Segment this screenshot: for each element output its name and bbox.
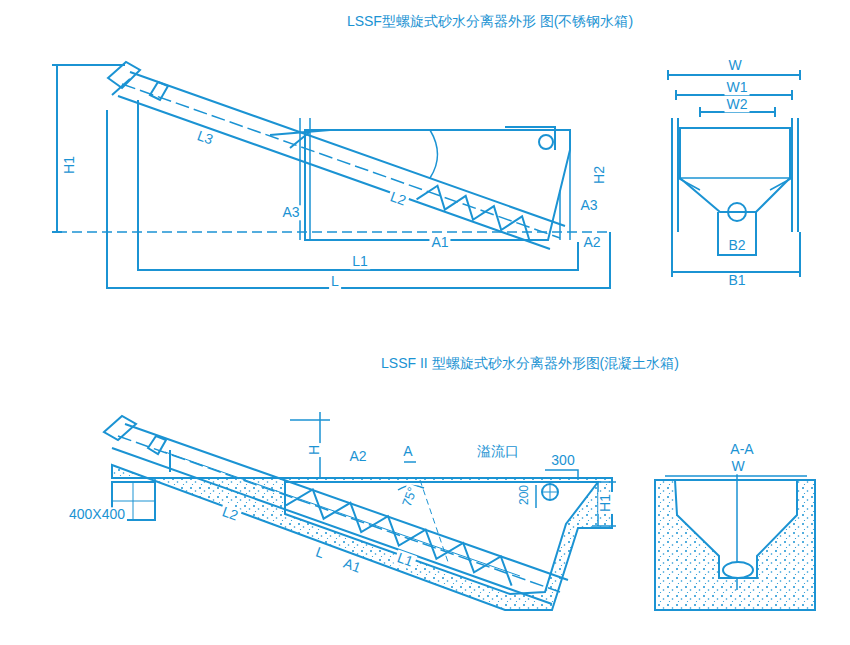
dimension-label: H1 bbox=[598, 492, 613, 514]
dimension-label: B2 bbox=[726, 238, 747, 253]
overflow-pipe bbox=[505, 127, 555, 150]
water-tank bbox=[305, 130, 570, 240]
dimension-label: L1 bbox=[350, 254, 370, 269]
dimension-label: A2 bbox=[347, 449, 368, 464]
tank-section bbox=[680, 128, 790, 212]
tank-edge bbox=[680, 177, 790, 179]
bottom-elevation bbox=[104, 412, 815, 610]
dimension-label: A3 bbox=[280, 205, 301, 220]
dimension-label: L3 bbox=[193, 127, 217, 148]
motor bbox=[108, 62, 168, 100]
drawing-title: LSSF II 型螺旋式砂水分离器外形图(混凝土水箱) bbox=[379, 356, 681, 371]
dimension-label: L2 bbox=[218, 503, 242, 524]
screw-flight bbox=[417, 186, 530, 241]
center-line bbox=[665, 472, 807, 590]
dimension-line bbox=[545, 470, 578, 478]
tank-void bbox=[285, 482, 598, 594]
dimension-label: H bbox=[307, 443, 322, 457]
dimension-line bbox=[535, 485, 537, 508]
brace bbox=[678, 178, 792, 190]
dimension-label: H2 bbox=[592, 164, 607, 186]
overflow-outlet bbox=[539, 135, 553, 149]
screw-tube bbox=[112, 424, 568, 604]
dimension-label: L bbox=[329, 274, 341, 289]
dimension-line bbox=[718, 212, 756, 255]
dimension-label: A1 bbox=[339, 555, 364, 577]
dimension-line bbox=[107, 110, 610, 288]
dimension-label: 溢流口 bbox=[475, 444, 521, 459]
tank-edge bbox=[430, 130, 438, 178]
screw-section bbox=[723, 562, 753, 578]
dimension-label: L bbox=[312, 544, 328, 562]
dimension-label: A1 bbox=[429, 235, 450, 250]
screw-tube bbox=[118, 72, 565, 249]
dimension-label: A3 bbox=[578, 198, 599, 213]
dimension-label: 75° bbox=[399, 483, 421, 510]
dimension-line bbox=[290, 412, 330, 478]
dimension-label: 400X400 bbox=[67, 507, 127, 522]
tube-bottom bbox=[165, 452, 520, 576]
dimension-label: A-A bbox=[728, 442, 755, 457]
dimension-label: H1 bbox=[62, 154, 77, 176]
dimension-label: W bbox=[726, 58, 743, 73]
dimension-line bbox=[52, 65, 125, 232]
motor bbox=[104, 416, 170, 472]
overflow-outlet bbox=[542, 484, 558, 500]
dimension-label: W2 bbox=[725, 97, 750, 112]
dimension-line bbox=[672, 232, 800, 277]
dimension-label: L2 bbox=[386, 188, 410, 209]
top-elevation bbox=[52, 62, 800, 288]
dimension-label: B1 bbox=[726, 273, 747, 288]
tank-leg bbox=[672, 118, 798, 232]
dimension-label: 300 bbox=[549, 453, 576, 468]
water-line bbox=[150, 477, 612, 479]
overflow-outlet bbox=[542, 484, 558, 500]
dimension-label: A bbox=[401, 444, 414, 459]
dimension-label: 200 bbox=[518, 483, 531, 507]
center-line bbox=[122, 84, 560, 238]
tank-edge bbox=[270, 130, 330, 148]
screw-section bbox=[728, 203, 746, 221]
tank-leg bbox=[560, 150, 570, 240]
dimension-line bbox=[592, 482, 616, 526]
drawing-title: LSSF型螺旋式砂水分离器外形 图(不锈钢水箱) bbox=[345, 14, 635, 29]
tank-section bbox=[675, 480, 797, 578]
center-line bbox=[118, 436, 560, 592]
dimension-label: W bbox=[729, 459, 746, 474]
dimension-label: W1 bbox=[725, 80, 750, 95]
dimension-label: A2 bbox=[581, 235, 602, 250]
dimension-label: L1 bbox=[393, 549, 417, 570]
concrete-section bbox=[655, 480, 815, 610]
section-mark bbox=[404, 461, 416, 463]
